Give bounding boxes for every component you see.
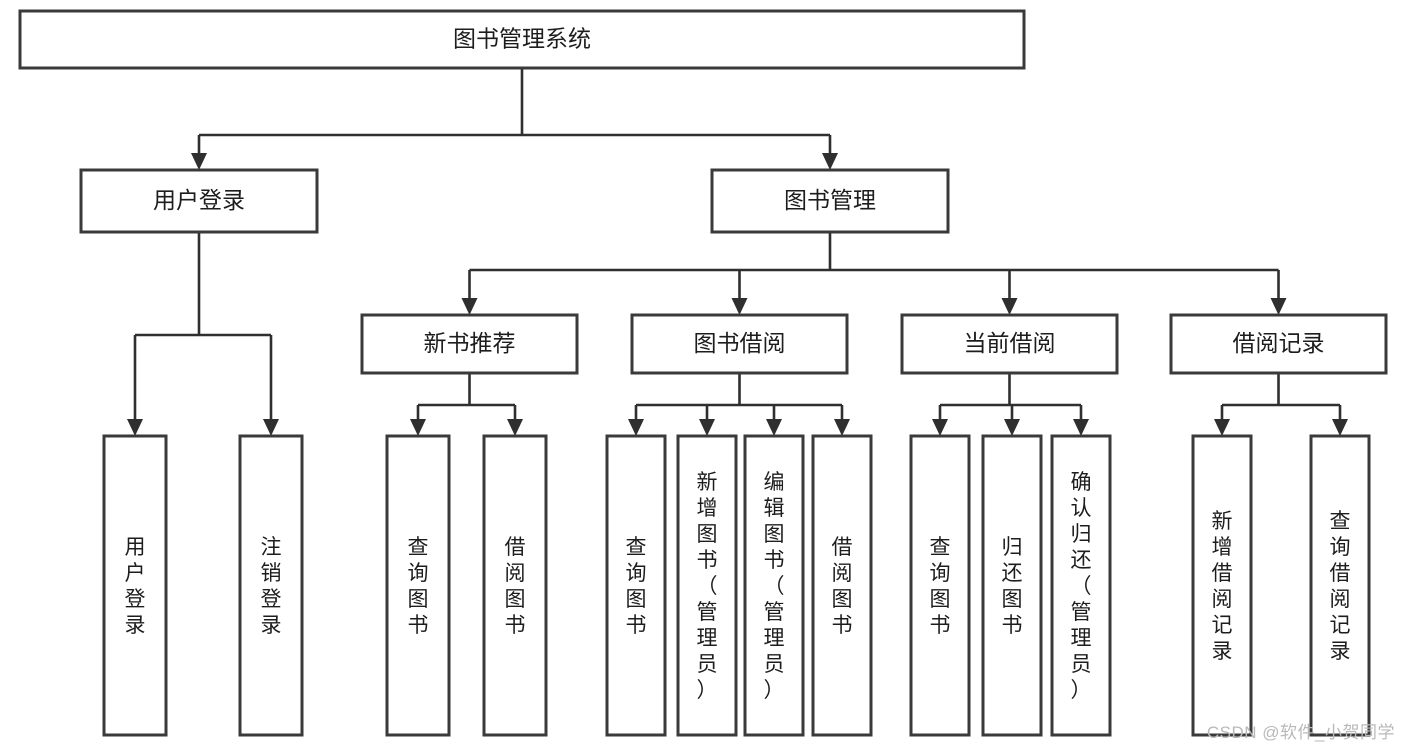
node-label: 确认归还（管理员） [1071, 471, 1092, 702]
node-label: 新增图书（管理员） [697, 471, 718, 702]
node-leaf-查询图书[interactable]: 查询图书 [909, 434, 971, 737]
node-label: 查询图书 [930, 536, 951, 637]
connector-arrowhead [191, 153, 207, 170]
connector-arrowhead [1004, 419, 1020, 436]
node-box-outline [981, 434, 1043, 737]
node-l3-图书借阅[interactable]: 图书借阅 [630, 313, 849, 375]
connector-arrowhead [1270, 298, 1287, 315]
node-label: 新书推荐 [424, 330, 516, 356]
node-label: 图书借阅 [694, 330, 786, 356]
connector-arrowhead [699, 419, 715, 436]
node-leaf-查询图书[interactable]: 查询图书 [605, 434, 667, 737]
connector-arrowhead [1214, 419, 1230, 436]
connector-arrowhead [766, 419, 782, 436]
connector-arrowhead [410, 419, 426, 436]
node-box-outline [360, 313, 579, 375]
node-leaf-归还图书[interactable]: 归还图书 [981, 434, 1043, 737]
node-box-outline [482, 434, 548, 737]
connector-arrowhead [834, 419, 850, 436]
node-box-outline [1050, 434, 1112, 737]
node-box-outline [385, 434, 451, 737]
node-box-outline [630, 313, 849, 375]
node-leaf-用户登录[interactable]: 用户登录 [102, 434, 168, 737]
node-label: 借阅图书 [505, 536, 526, 637]
node-label: 用户登录 [125, 536, 146, 637]
connector-arrowhead [507, 419, 523, 436]
node-box-outline [79, 168, 319, 234]
connector-arrowhead [822, 153, 838, 170]
node-leaf-确认归还管理员[interactable]: 确认归还（管理员） [1050, 434, 1112, 737]
node-leaf-注销登录[interactable]: 注销登录 [238, 434, 304, 737]
connector-arrowhead [1001, 298, 1018, 315]
node-leaf-借阅图书[interactable]: 借阅图书 [482, 434, 548, 737]
node-l3-当前借阅[interactable]: 当前借阅 [900, 313, 1119, 375]
node-box-outline [18, 9, 1026, 70]
connector-arrowhead [1332, 419, 1348, 436]
node-box-outline [238, 434, 304, 737]
node-box-outline [743, 434, 805, 737]
node-label: 归还图书 [1002, 536, 1023, 637]
node-label: 借阅图书 [832, 536, 853, 637]
node-box-outline [102, 434, 168, 737]
connector-arrowhead [127, 419, 143, 436]
node-box-outline [1309, 434, 1371, 737]
node-label: 图书管理 [784, 187, 876, 213]
node-box-outline [676, 434, 738, 737]
node-l2-图书管理[interactable]: 图书管理 [710, 168, 950, 234]
connector-arrowhead [461, 298, 478, 315]
node-leaf-编辑图书管理员[interactable]: 编辑图书（管理员） [743, 434, 805, 737]
node-label: 当前借阅 [964, 330, 1056, 356]
node-l2-用户登录[interactable]: 用户登录 [79, 168, 319, 234]
node-label: 查询图书 [408, 536, 429, 637]
node-label: 编辑图书（管理员） [764, 471, 785, 702]
node-label: 查询借阅记录 [1330, 510, 1351, 663]
node-box-outline [710, 168, 950, 234]
connector-arrowhead [263, 419, 279, 436]
node-label: 查询图书 [626, 536, 647, 637]
connector-arrowhead [932, 419, 948, 436]
node-box-outline [811, 434, 873, 737]
node-box-outline [605, 434, 667, 737]
node-label: 注销登录 [261, 536, 282, 637]
node-box-outline [900, 313, 1119, 375]
connector-arrowhead [628, 419, 644, 436]
node-box-outline [1169, 313, 1388, 375]
node-l3-借阅记录[interactable]: 借阅记录 [1169, 313, 1388, 375]
node-leaf-查询图书[interactable]: 查询图书 [385, 434, 451, 737]
node-leaf-新增图书管理员[interactable]: 新增图书（管理员） [676, 434, 738, 737]
node-box-outline [1191, 434, 1253, 737]
node-leaf-查询借阅记录[interactable]: 查询借阅记录 [1309, 434, 1371, 737]
nodes-layer: 图书管理系统用户登录用户登录注销登录图书管理新书推荐查询图书借阅图书图书借阅查询… [18, 9, 1388, 737]
node-label: 新增借阅记录 [1212, 510, 1233, 663]
connector-arrowhead [1073, 419, 1089, 436]
node-box-outline [909, 434, 971, 737]
node-root-图书管理系统[interactable]: 图书管理系统 [18, 9, 1026, 70]
node-l3-新书推荐[interactable]: 新书推荐 [360, 313, 579, 375]
connectors-layer [127, 68, 1348, 436]
node-label: 借阅记录 [1233, 330, 1325, 356]
node-leaf-新增借阅记录[interactable]: 新增借阅记录 [1191, 434, 1253, 737]
node-label: 图书管理系统 [453, 26, 591, 52]
node-label: 用户登录 [153, 187, 245, 213]
node-leaf-借阅图书[interactable]: 借阅图书 [811, 434, 873, 737]
connector-arrowhead [731, 298, 748, 315]
